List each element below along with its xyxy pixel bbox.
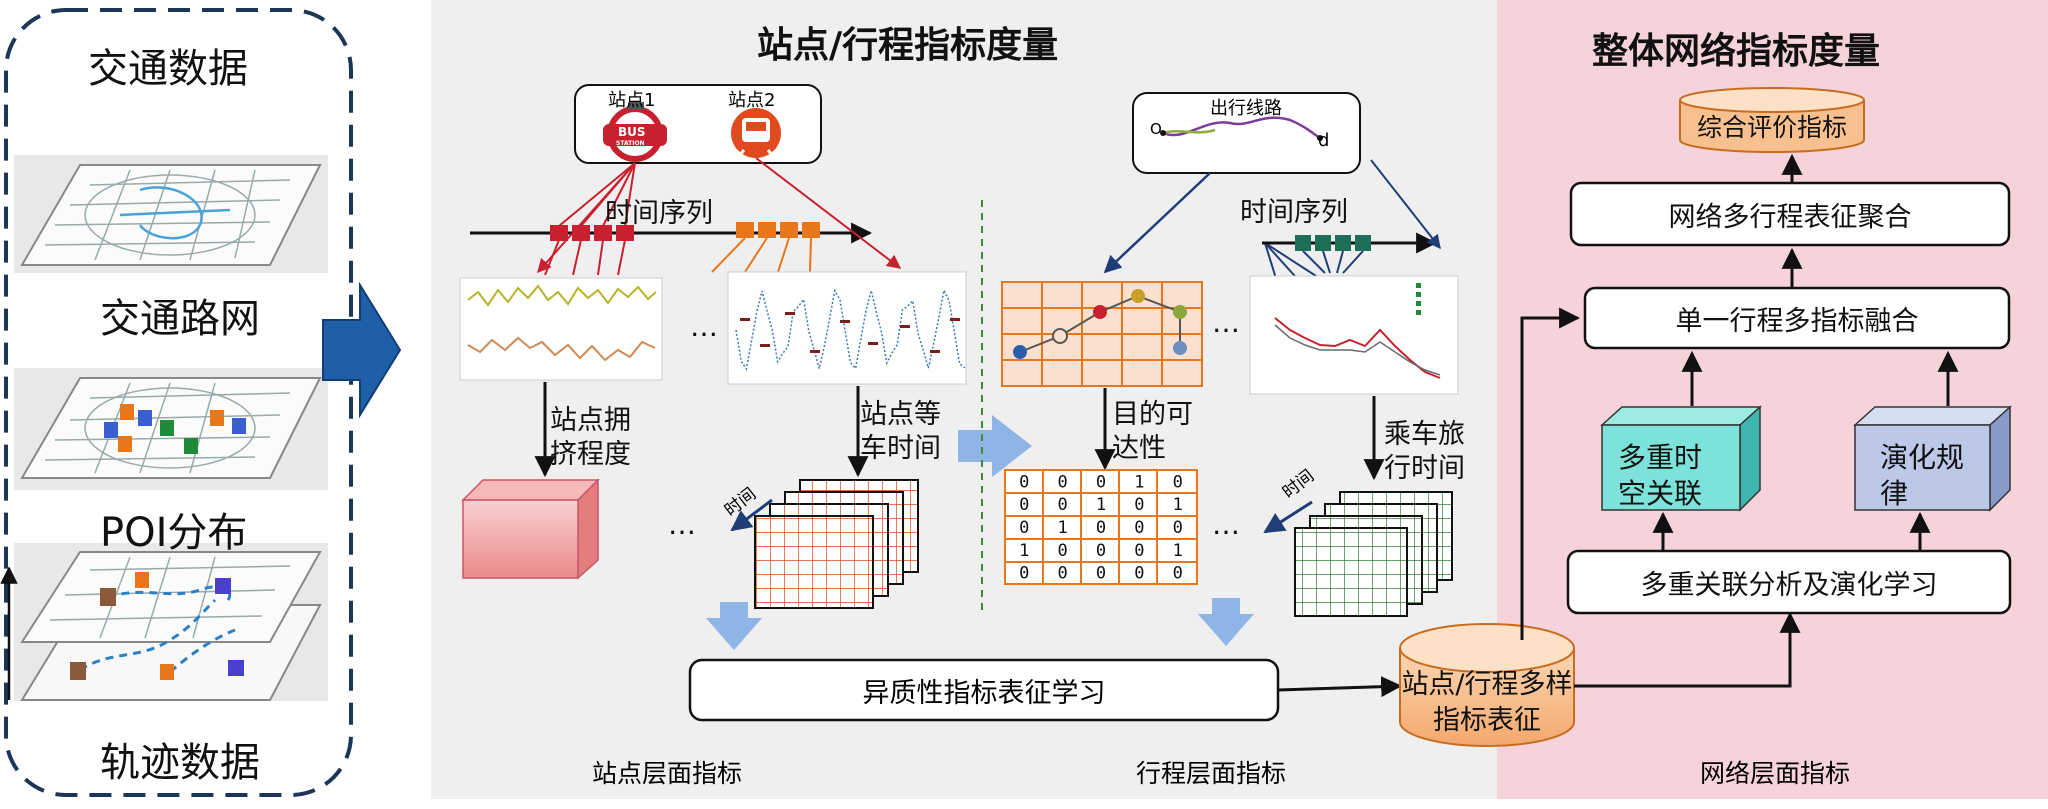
middle-panel-title: 站点/行程指标度量 <box>757 25 1059 66</box>
analysis-box-shape <box>1566 549 2012 615</box>
aggregate-box-shape <box>1569 181 2011 247</box>
multi-relation-line1: 多重时 <box>1618 441 1703 474</box>
matrix-cell: 1 <box>1173 495 1183 515</box>
poi-markers <box>104 404 246 454</box>
ellipsis-2: … <box>668 508 696 541</box>
matrix-cell: 0 <box>1019 472 1029 492</box>
timeline-teal-nodes <box>1295 235 1371 251</box>
trajectory-map <box>0 543 328 701</box>
reach-label-line2: 达性 <box>1112 433 1166 464</box>
station-sign-text: STATION <box>616 140 645 147</box>
ellipsis-4: … <box>1212 508 1240 541</box>
route-label: 出行线路 <box>1210 98 1282 119</box>
bus-station-icon <box>603 102 667 162</box>
matrix-cell: 0 <box>1019 518 1029 538</box>
ride-label-line2: 行时间 <box>1384 453 1465 484</box>
reach-label-line1: 目的可 <box>1112 399 1193 430</box>
matrix-cell: 1 <box>1096 495 1106 515</box>
eval-label: 综合评价指标 <box>1696 113 1847 142</box>
crowding-label-line2: 挤程度 <box>550 439 631 470</box>
matrix-cell: 0 <box>1057 541 1067 561</box>
bus-sign-text: BUS <box>618 125 646 139</box>
time-series-label-right: 时间序列 <box>1240 197 1348 228</box>
representation-cylinder <box>1399 623 1575 747</box>
multi-relation-cube <box>1600 405 1762 512</box>
evolution-line1: 演化规 <box>1880 441 1965 474</box>
timeline-red-nodes <box>550 225 634 241</box>
road-network-map <box>14 155 328 273</box>
road-network-label: 交通路网 <box>100 296 260 342</box>
matrix-cell: 0 <box>1134 564 1144 584</box>
middle-flow-arrow <box>958 415 1032 477</box>
matrix-cell: 0 <box>1134 518 1144 538</box>
matrix-cell: 0 <box>1096 541 1106 561</box>
matrix-cell: 1 <box>1134 472 1144 492</box>
analysis-box: 多重关联分析及演化学习 <box>1640 569 1938 601</box>
train-station-icon <box>731 108 781 158</box>
reachability-matrix-grid: 0 0 0 1 0 0 0 1 0 1 0 1 0 0 0 1 0 0 0 1 0 0 0 0 0 <box>1004 469 1198 585</box>
matrix-cell: 0 <box>1019 495 1029 515</box>
ellipsis-1: … <box>690 310 718 343</box>
station-level-label: 站点层面指标 <box>592 759 743 788</box>
trajectory-label: 轨迹数据 <box>100 740 260 786</box>
fusion-box: 单一行程多指标融合 <box>1675 305 1919 337</box>
trip-chart-thumbnail <box>1249 275 1459 395</box>
matrix-cell: 0 <box>1173 564 1183 584</box>
matrix-cell: 0 <box>1057 564 1067 584</box>
matrix-cell: 0 <box>1019 564 1029 584</box>
main-flow-arrow <box>322 281 402 419</box>
route-dest: d <box>1318 130 1330 151</box>
hetero-box: 异质性指标表征学习 <box>862 677 1106 709</box>
waiting-grid-stack <box>754 479 919 609</box>
left-panel-title: 交通数据 <box>88 46 248 92</box>
crowding-chart-thumbnail <box>459 277 663 381</box>
down-arrow-left <box>706 602 762 650</box>
matrix-cell: 0 <box>1173 472 1183 492</box>
down-arrow-right <box>1198 598 1254 646</box>
multi-relation-line2: 空关联 <box>1618 477 1703 510</box>
poi-label: POI分布 <box>100 510 248 556</box>
timeline-orange-nodes <box>736 222 820 238</box>
time-series-label-left: 时间序列 <box>605 198 713 229</box>
station1-label: 站点1 <box>608 90 656 111</box>
cylinder-label-line1: 站点/行程多样 <box>1401 669 1573 700</box>
matrix-cell: 0 <box>1173 518 1183 538</box>
evolution-cube <box>1853 405 2012 512</box>
matrix-cell: 1 <box>1057 518 1067 538</box>
matrix-cell: 0 <box>1096 518 1106 538</box>
trip-level-label: 行程层面指标 <box>1136 759 1287 788</box>
waiting-chart-thumbnail <box>727 271 967 385</box>
ride-grid-stack <box>1294 491 1453 617</box>
ride-label-line1: 乘车旅 <box>1384 419 1465 450</box>
evolution-line2: 律 <box>1880 477 1909 510</box>
waiting-label-line2: 车时间 <box>860 433 941 464</box>
matrix-cell: 0 <box>1057 495 1067 515</box>
matrix-cell: 1 <box>1173 541 1183 561</box>
route-origin: O <box>1150 120 1162 138</box>
right-panel-title: 整体网络指标度量 <box>1592 31 1881 72</box>
crowding-cube <box>461 478 600 580</box>
eval-cylinder <box>1679 87 1865 153</box>
matrix-cell: 0 <box>1134 541 1144 561</box>
fusion-box-shape <box>1583 286 2011 350</box>
waiting-label-line1: 站点等 <box>860 399 941 430</box>
matrix-cell: 1 <box>1019 541 1029 561</box>
station2-label: 站点2 <box>728 90 776 111</box>
route-path <box>1160 116 1323 141</box>
ellipsis-3: … <box>1212 306 1240 339</box>
crowding-label-line1: 站点拥 <box>550 405 631 436</box>
cylinder-label-line2: 指标表征 <box>1433 705 1541 736</box>
reachability-grid <box>1001 281 1203 387</box>
network-level-label: 网络层面指标 <box>1700 759 1851 788</box>
matrix-cell: 0 <box>1057 472 1067 492</box>
matrix-cell: 0 <box>1096 472 1106 492</box>
aggregate-box: 网络多行程表征聚合 <box>1668 201 1912 233</box>
matrix-cell: 0 <box>1134 495 1144 515</box>
matrix-cell: 0 <box>1096 564 1106 584</box>
